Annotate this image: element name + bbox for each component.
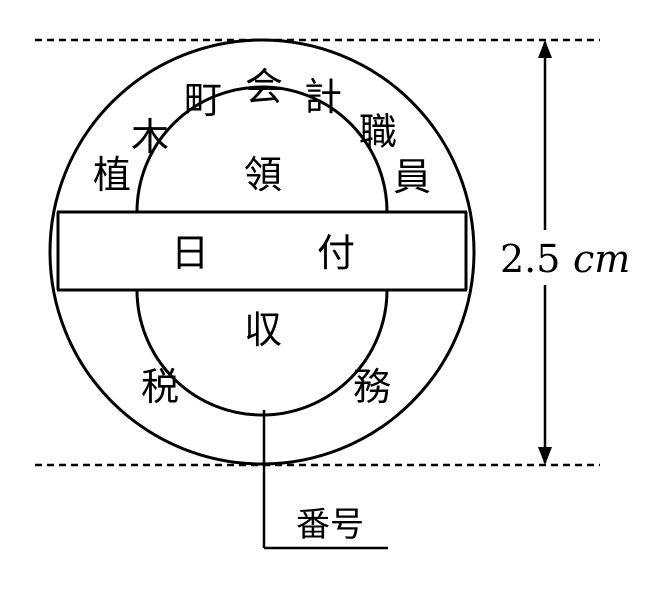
band-right-char: 付 [317, 231, 355, 275]
ring-char-6: 職 [359, 110, 397, 154]
dimension-arrow-down-icon [538, 447, 552, 465]
ring-char-2: 木 [131, 115, 169, 159]
lower-center-char: 収 [244, 308, 282, 352]
dimension-arrow-up-icon [538, 40, 552, 58]
upper-center-char: 領 [244, 153, 282, 197]
ring-char-4: 会 [245, 65, 283, 109]
seal-inner-upper-arc [135, 85, 389, 213]
seal-inner-lower-arc [135, 289, 389, 417]
ring-char-3: 町 [184, 78, 222, 122]
lower-right-char: 務 [353, 365, 391, 409]
ring-char-7: 員 [393, 155, 431, 199]
band-left-char: 日 [171, 231, 209, 275]
ring-char-1: 植 [93, 153, 131, 197]
number-label: 番号 [296, 505, 364, 545]
seal-outer-circle [48, 38, 476, 466]
ring-char-5: 計 [304, 75, 342, 119]
lower-left-char: 税 [141, 365, 179, 409]
dimension-value: 2.5 [500, 237, 560, 281]
dimension-unit: cm [573, 237, 630, 281]
